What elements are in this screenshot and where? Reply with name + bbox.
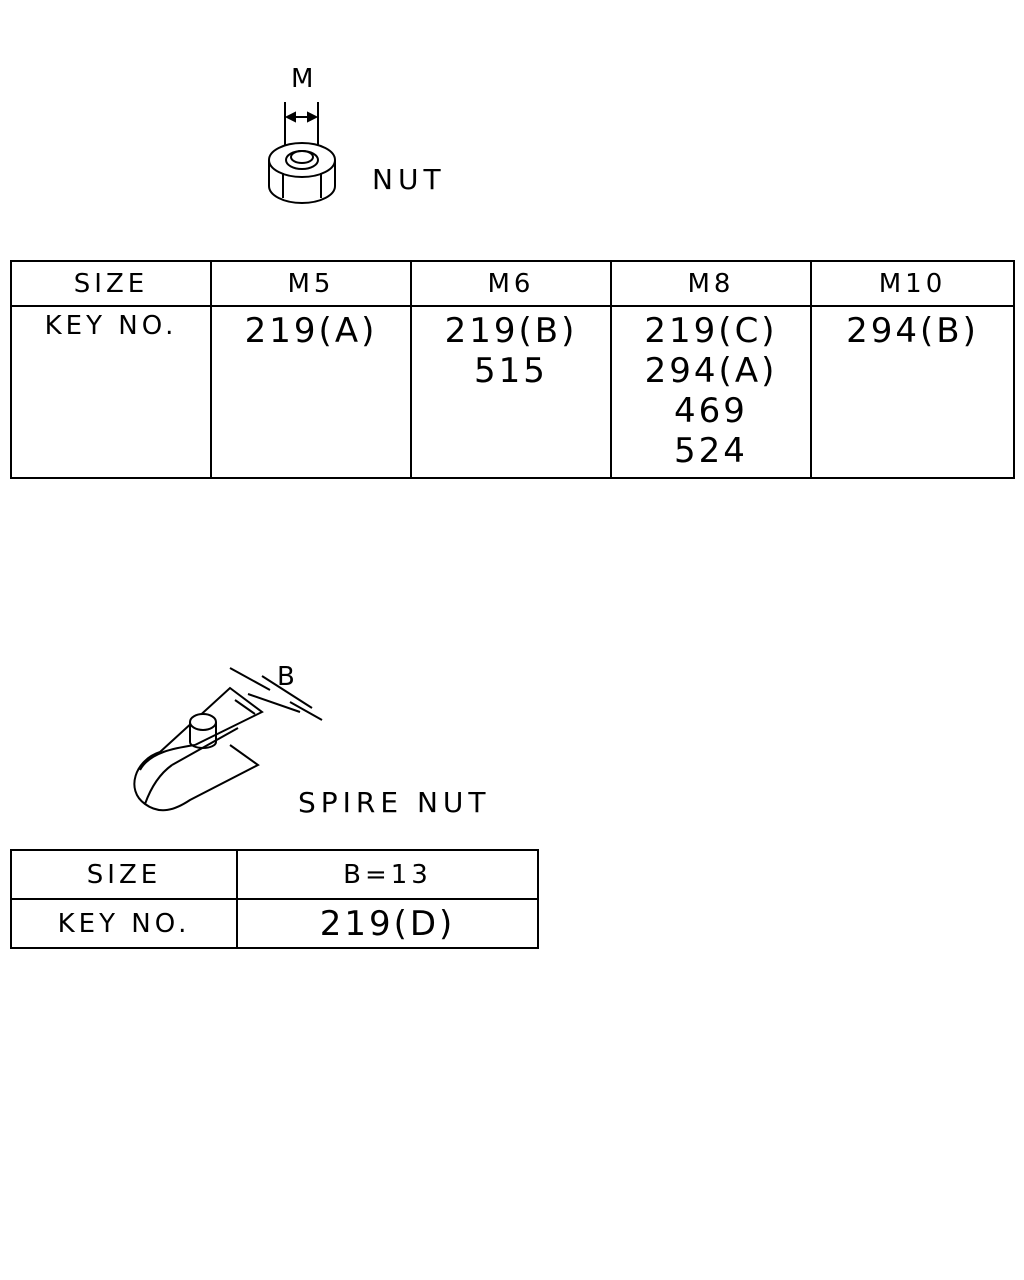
key-number: 219(D): [236, 898, 539, 949]
keys-m10: 294(B): [810, 305, 1015, 479]
keys-m8: 219(C) 294(A) 469 524: [610, 305, 812, 479]
keys-m6: 219(B) 515: [410, 305, 612, 479]
nut-drawing: [268, 102, 336, 204]
size-m10: M10: [810, 260, 1015, 307]
key-number: 219(C): [644, 311, 778, 351]
spire-nut-caption: SPIRE NUT: [298, 786, 491, 819]
key-number: 219(B): [444, 311, 578, 351]
size-value: B=13: [236, 849, 539, 900]
key-no-header: KEY NO.: [10, 305, 212, 479]
size-header: SIZE: [10, 260, 212, 307]
keys-m5: 219(A): [210, 305, 412, 479]
spire-table-key-row: KEY NO. 219(D): [10, 898, 539, 949]
size-m8: M8: [610, 260, 812, 307]
key-number: 294(A): [644, 351, 778, 391]
nut-table-header-row: SIZE M5 M6 M8 M10: [10, 260, 1015, 307]
spire-nut-drawing: [133, 667, 323, 812]
nut-size-table: SIZE M5 M6 M8 M10 KEY NO. 219(A) 219(B) …: [10, 260, 1015, 479]
spire-table-size-row: SIZE B=13: [10, 849, 539, 900]
key-number: 515: [474, 351, 548, 391]
size-m6: M6: [410, 260, 612, 307]
nut-caption: NUT: [372, 163, 446, 196]
nut-table-key-row: KEY NO. 219(A) 219(B) 515 219(C) 294(A) …: [10, 305, 1015, 479]
key-number: 524: [674, 431, 748, 471]
spire-nut-size-table: SIZE B=13 KEY NO. 219(D): [10, 849, 539, 949]
spire-dimension-label: B: [277, 662, 295, 692]
key-number: 294(B): [846, 311, 979, 351]
size-header: SIZE: [10, 849, 238, 900]
key-number: 469: [674, 391, 748, 431]
key-number: 219(A): [244, 311, 378, 351]
nut-dimension-label: M: [291, 64, 314, 94]
key-no-header: KEY NO.: [10, 898, 238, 949]
size-m5: M5: [210, 260, 412, 307]
